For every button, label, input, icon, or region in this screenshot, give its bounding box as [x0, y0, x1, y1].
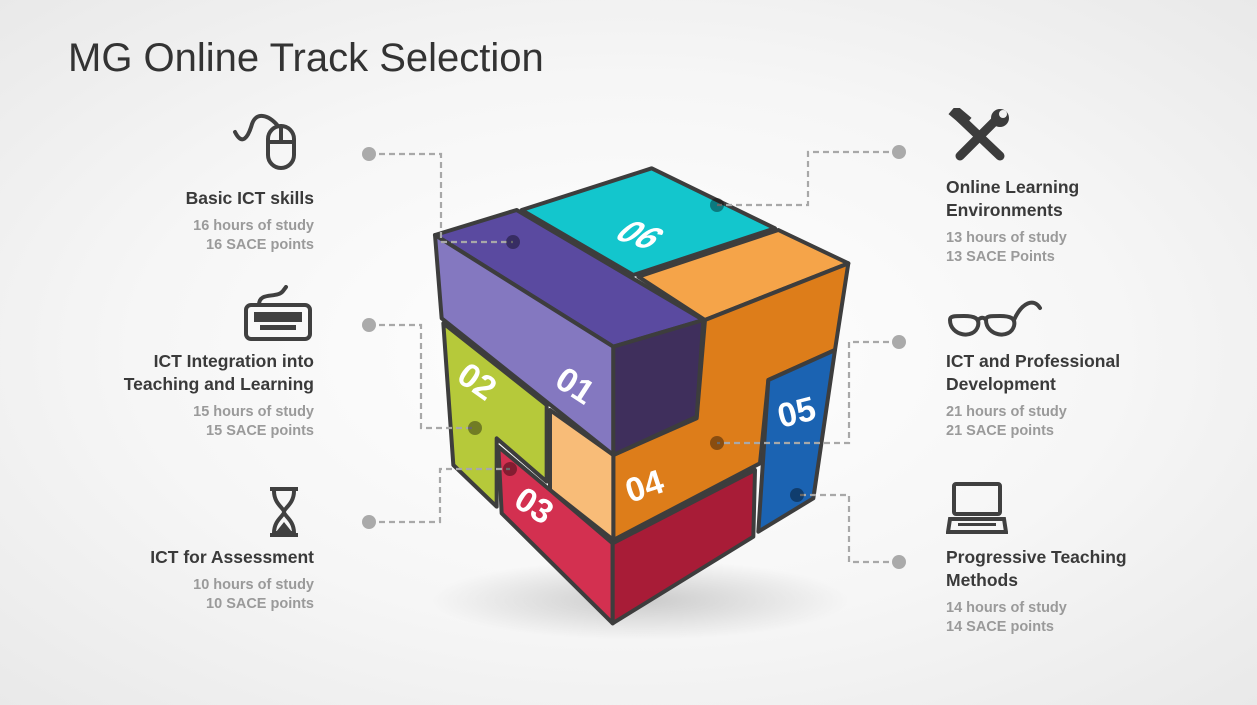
connector-01 [369, 152, 513, 244]
track-progressive-teaching[interactable]: Progressive Teaching Methods 14 hours of… [946, 546, 1257, 637]
track-hours: 10 hours of study [193, 577, 314, 593]
track-points: 14 SACE points [946, 619, 1054, 635]
track-professional-development[interactable]: ICT and Professional Development 21 hour… [946, 350, 1257, 441]
block-06-top[interactable] [519, 166, 777, 277]
track-online-learning[interactable]: Online Learning Environments 13 hours of… [946, 176, 1257, 267]
connector-dot [362, 318, 376, 332]
connector-06 [717, 150, 899, 207]
cube-number-05: 05 [774, 390, 820, 436]
anchor-dot [710, 436, 724, 450]
connector-05 [797, 493, 899, 564]
connector-02 [369, 323, 475, 430]
track-ict-integration[interactable]: ICT Integration into Teaching and Learni… [0, 350, 314, 441]
track-title-line1: Progressive Teaching [946, 547, 1127, 567]
track-points: 16 SACE points [206, 237, 314, 253]
block-03-right[interactable] [610, 467, 757, 626]
connector-dot [362, 515, 376, 529]
track-title-line2: Environments [946, 200, 1063, 220]
track-title: Basic ICT skills [185, 188, 314, 208]
hourglass-icon [270, 487, 298, 537]
connector-dot [892, 335, 906, 349]
keyboard-icon [244, 285, 312, 341]
page-title: MG Online Track Selection [68, 36, 544, 80]
track-title-line2: Methods [946, 570, 1018, 590]
track-title-line1: ICT Integration into [153, 351, 314, 371]
track-title: ICT for Assessment [150, 547, 314, 567]
track-points: 10 SACE points [206, 596, 314, 612]
track-title-line1: Online Learning [946, 177, 1080, 197]
track-hours: 14 hours of study [946, 600, 1067, 616]
track-ict-assessment[interactable]: ICT for Assessment 10 hours of study 10 … [0, 546, 314, 614]
connector-dot [362, 147, 376, 161]
anchor-dot [503, 462, 517, 476]
anchor-dot [506, 235, 520, 249]
anchor-dot [790, 488, 804, 502]
block-01-end[interactable] [611, 317, 706, 457]
track-basic-ict-skills[interactable]: Basic ICT skills 16 hours of study 16 SA… [0, 187, 314, 255]
connector-03 [369, 467, 510, 524]
block-02[interactable] [441, 321, 549, 509]
tools-icon [948, 108, 1009, 161]
block-05[interactable] [756, 347, 837, 534]
track-title-line2: Teaching and Learning [123, 374, 314, 394]
track-title-line1: ICT and Professional [946, 351, 1121, 371]
track-points: 15 SACE points [206, 423, 314, 439]
mouse-icon [233, 114, 296, 170]
track-points: 21 SACE points [946, 423, 1054, 439]
track-hours: 13 hours of study [946, 230, 1067, 246]
laptop-icon [946, 482, 1008, 534]
track-hours: 15 hours of study [193, 404, 314, 420]
anchor-dot [710, 198, 724, 212]
track-title-line2: Development [946, 374, 1056, 394]
track-points: 13 SACE Points [946, 249, 1055, 265]
glasses-icon [947, 300, 1042, 337]
connector-dot [892, 145, 906, 159]
track-hours: 21 hours of study [946, 404, 1067, 420]
anchor-dot [468, 421, 482, 435]
connector-04 [717, 340, 899, 445]
connector-dot [892, 555, 906, 569]
track-hours: 16 hours of study [193, 218, 314, 234]
